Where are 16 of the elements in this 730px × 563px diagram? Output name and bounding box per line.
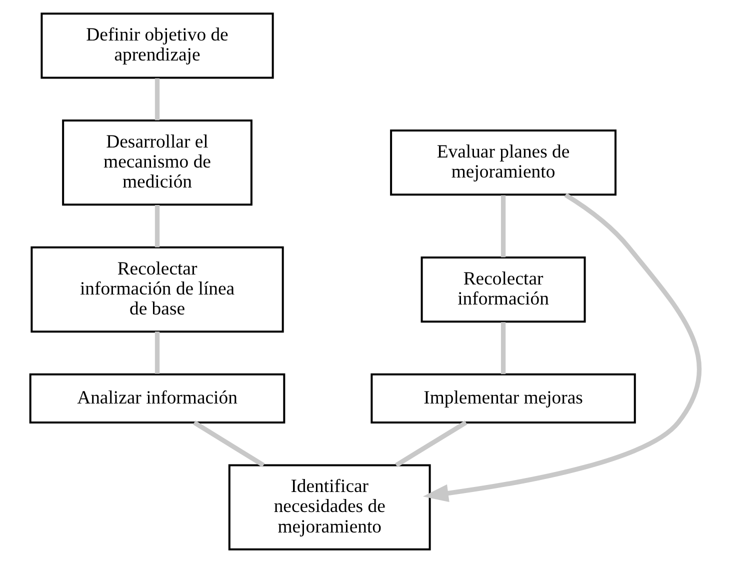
connector bbox=[154, 78, 160, 120]
connector bbox=[154, 332, 160, 374]
node-box: Identificar necesidades de mejoramiento bbox=[228, 464, 431, 550]
node-box: Desarrollar el mecanismo de medición bbox=[62, 120, 252, 206]
connector bbox=[193, 420, 265, 468]
node-box: Analizar información bbox=[29, 373, 286, 424]
connector bbox=[500, 322, 506, 374]
arrow bbox=[422, 192, 702, 502]
node-box: Definir objetivo de aprendizaje bbox=[40, 12, 274, 79]
connector bbox=[395, 420, 468, 468]
node-box: Implementar mejoras bbox=[370, 373, 636, 424]
connector bbox=[154, 204, 160, 248]
node-box: Recolectar información bbox=[420, 256, 586, 323]
node-box: Evaluar planes de mejoramiento bbox=[390, 130, 616, 196]
connector bbox=[500, 195, 506, 258]
node-box: Recolectar información de línea de base bbox=[30, 246, 284, 333]
